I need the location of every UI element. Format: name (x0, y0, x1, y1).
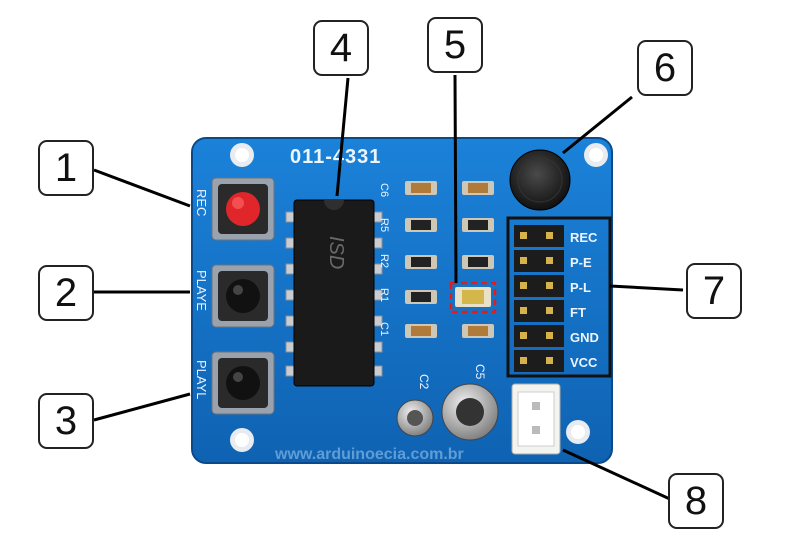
label-playl: PLAYL (194, 360, 209, 400)
speaker-connector (511, 383, 561, 455)
label-c6: C6 (378, 183, 390, 197)
pin-label-vcc: VCC (570, 355, 598, 370)
capacitor-c2 (396, 399, 434, 437)
label-r2: R2 (378, 254, 390, 268)
record-button (211, 177, 275, 241)
play-level-button (211, 351, 275, 415)
callout-4: 4 (313, 20, 369, 76)
label-r1: R1 (378, 288, 390, 302)
pin-label-gnd: GND (570, 330, 599, 345)
pin-label-pe: P-E (570, 255, 592, 270)
mounting-holes (230, 143, 608, 452)
label-c2: C2 (417, 374, 431, 390)
label-c5: C5 (473, 364, 487, 380)
pin-label-rec: REC (570, 230, 598, 245)
callout-1: 1 (38, 140, 94, 196)
pin-label-pl: P-L (570, 280, 591, 295)
callout-leaders (93, 74, 684, 502)
pin-label-ft: FT (570, 305, 586, 320)
callout-6: 6 (637, 40, 693, 96)
play-edge-button (211, 264, 275, 328)
callout-5: 5 (427, 17, 483, 73)
part-number: 011-4331 (290, 146, 381, 168)
callout-3: 3 (38, 393, 94, 449)
website-watermark: www.arduinoecia.com.br (274, 446, 464, 463)
pin-header: REC P-E P-L FT GND VCC (506, 216, 612, 378)
chip-label: ISD (325, 236, 347, 269)
isd-chip: ISD (285, 199, 383, 387)
callout-7: 7 (686, 263, 742, 319)
label-playe: PLAYE (194, 270, 209, 311)
smd-components: C6 R5 R2 R1 C1 (378, 181, 494, 338)
callout-2: 2 (38, 265, 94, 321)
label-r5: R5 (378, 218, 390, 232)
microphone (509, 149, 571, 211)
label-rec: REC (194, 189, 209, 216)
capacitor-c5 (441, 383, 499, 441)
callout-8: 8 (668, 473, 724, 529)
led (449, 281, 497, 314)
label-c1: C1 (378, 322, 390, 336)
